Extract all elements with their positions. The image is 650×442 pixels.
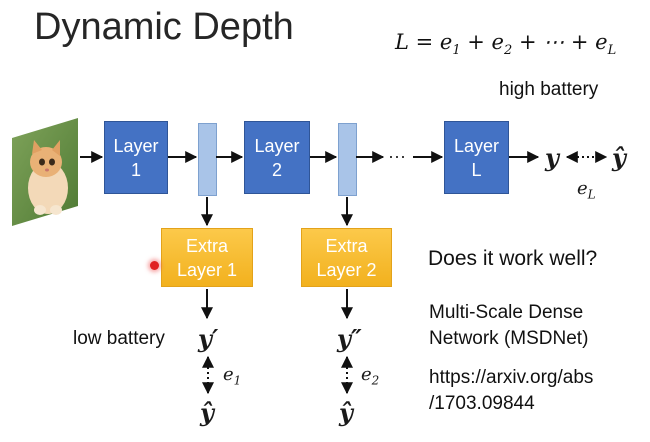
layers-ellipsis: ··· bbox=[388, 146, 406, 166]
low-battery-label: low battery bbox=[73, 328, 165, 349]
branch-2-y-hat: ŷ bbox=[339, 398, 353, 427]
laser-pointer-dot bbox=[150, 261, 159, 270]
arxiv-link-line-1[interactable]: https://arxiv.org/abs bbox=[429, 367, 594, 388]
output-y: y bbox=[545, 143, 559, 172]
msdnet-line-1: Multi-Scale Dense bbox=[429, 302, 584, 323]
question-text: Does it work well? bbox=[428, 247, 598, 270]
msdnet-line-2: Network (MSDNet) bbox=[429, 328, 589, 349]
branch-2-y-double-prime: y″ bbox=[337, 324, 362, 353]
error-e-1: e1 bbox=[223, 364, 242, 388]
intermediate-feature-1 bbox=[198, 123, 217, 196]
high-battery-label: high battery bbox=[499, 79, 599, 100]
error-e-2: e2 bbox=[361, 364, 380, 388]
error-e-L: eL bbox=[577, 178, 596, 202]
branch-1-y-hat: ŷ bbox=[200, 398, 214, 427]
arxiv-link-line-2[interactable]: /1703.09844 bbox=[429, 393, 535, 414]
cat-image bbox=[12, 118, 78, 226]
intermediate-feature-2 bbox=[338, 123, 357, 196]
loss-formula: L = e1 + e2 + ⋯ + eL bbox=[395, 30, 617, 59]
slide-title: Dynamic Depth bbox=[34, 6, 294, 48]
branch-1-y-prime: y′ bbox=[198, 324, 219, 353]
output-y-hat: ŷ bbox=[612, 143, 626, 172]
